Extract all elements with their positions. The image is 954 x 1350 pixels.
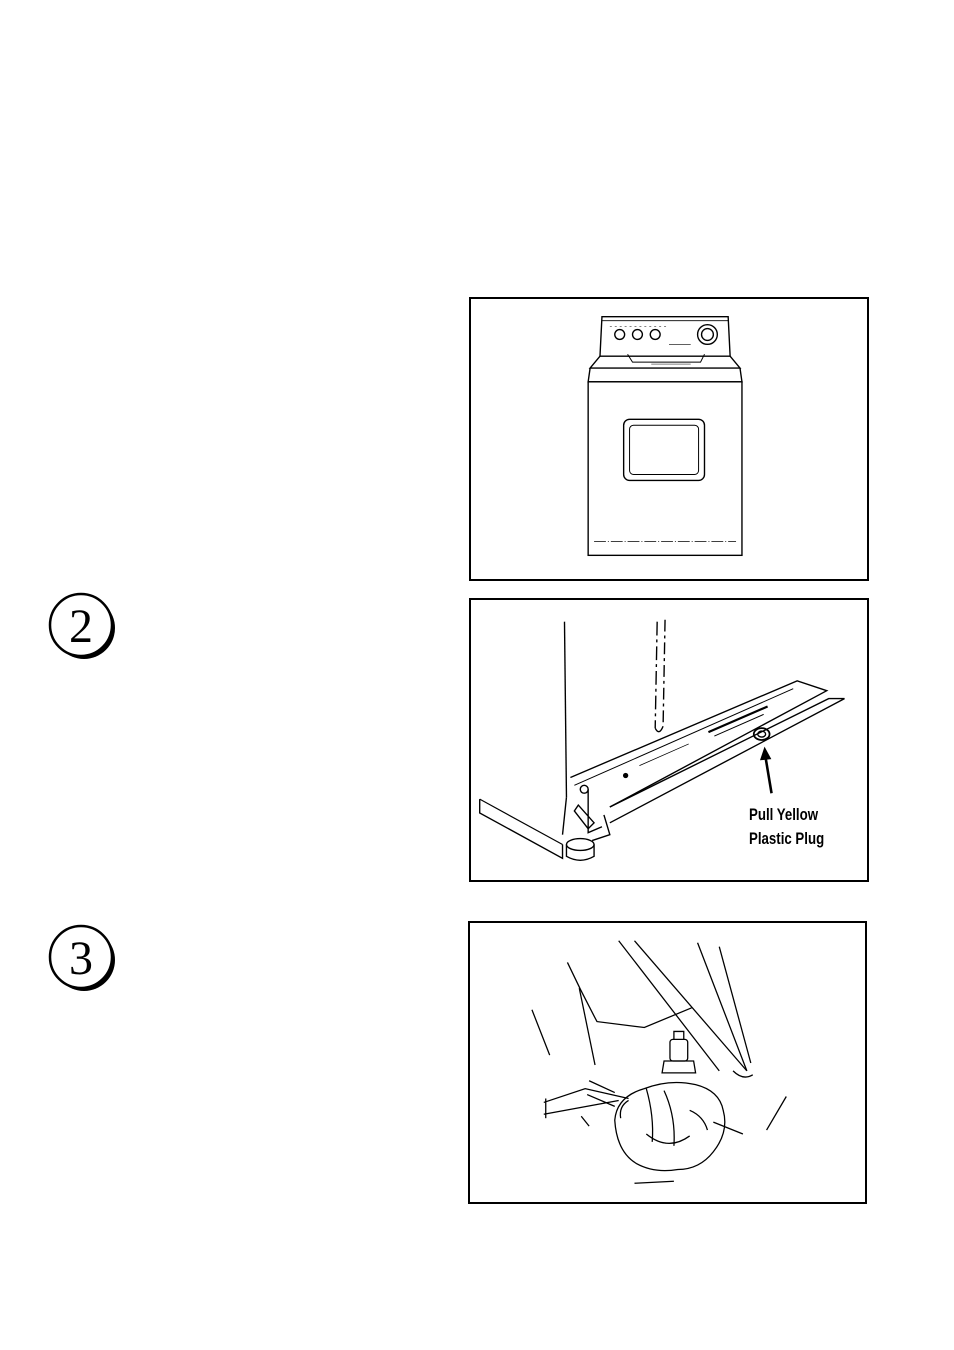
- callout-line-2: Plastic Plug: [749, 827, 843, 851]
- dryer-front-illustration: [469, 297, 869, 581]
- step-2-number: 2: [69, 600, 93, 653]
- hand-adjusting-leg-drawing: [470, 923, 865, 1202]
- step-2-marker: 2: [46, 590, 118, 662]
- step-3-marker: 3: [46, 922, 118, 994]
- leveling-leg-illustration: [468, 921, 867, 1204]
- callout-line-1: Pull Yellow: [749, 803, 843, 827]
- dryer-drawing: [471, 299, 867, 579]
- dryer-base-illustration: Pull Yellow Plastic Plug: [469, 598, 869, 882]
- pull-plug-callout: Pull Yellow Plastic Plug: [749, 803, 843, 851]
- step-3-number: 3: [69, 932, 93, 985]
